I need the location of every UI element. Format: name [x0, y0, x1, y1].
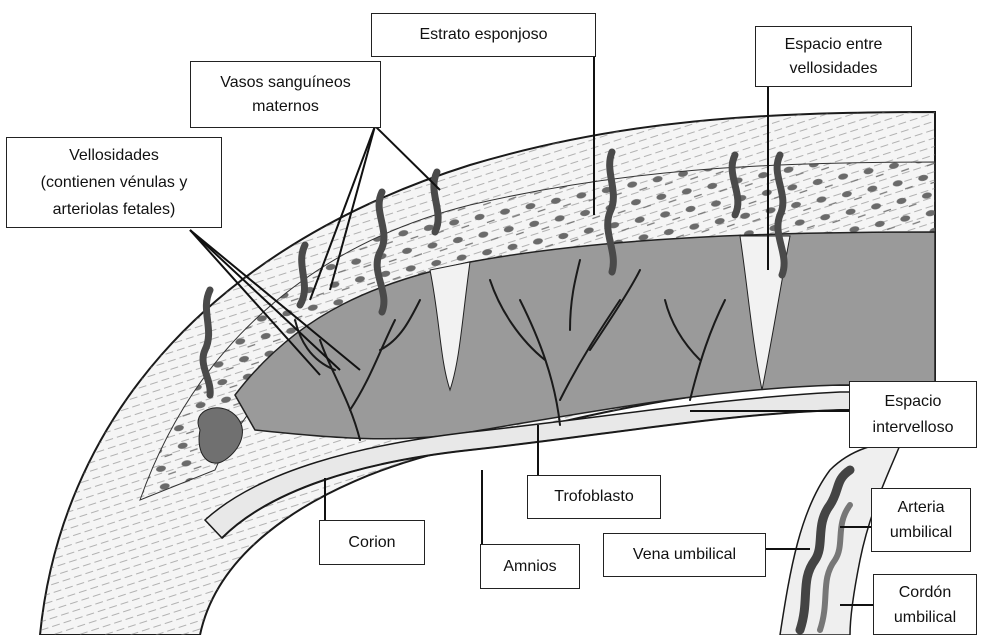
label-vellosidades-line2: (contienen vénulas y: [41, 169, 188, 196]
label-vellosidades-line3: arteriolas fetales): [53, 196, 176, 223]
label-arteria-line1: Arteria: [897, 495, 944, 520]
label-corion: Corion: [319, 520, 425, 565]
label-trofoblasto-text: Trofoblasto: [554, 484, 633, 510]
label-vellosidades: Vellosidades (contienen vénulas y arteri…: [6, 137, 222, 228]
label-estrato-esponjoso: Estrato esponjoso: [371, 13, 596, 57]
label-cordon-line2: umbilical: [894, 605, 956, 630]
label-trofoblasto: Trofoblasto: [527, 475, 661, 519]
label-vasos-line1: Vasos sanguíneos: [220, 71, 350, 95]
label-espacio-entre-vellosidades: Espacio entre vellosidades: [755, 26, 912, 87]
label-vena-text: Vena umbilical: [633, 542, 736, 568]
label-espacio-inter-line2: intervelloso: [873, 415, 954, 441]
label-vena-umbilical: Vena umbilical: [603, 533, 766, 577]
label-vasos-line2: maternos: [252, 95, 319, 119]
label-espacio-inter-line1: Espacio: [885, 389, 942, 415]
label-espacio-entre-line1: Espacio entre: [785, 33, 883, 57]
label-vasos-sanguineos-maternos: Vasos sanguíneos maternos: [190, 61, 381, 128]
label-espacio-intervelloso: Espacio intervelloso: [849, 381, 977, 448]
label-amnios: Amnios: [480, 544, 580, 589]
label-estrato-text: Estrato esponjoso: [419, 22, 547, 48]
label-amnios-text: Amnios: [503, 554, 556, 580]
label-arteria-line2: umbilical: [890, 520, 952, 545]
label-arteria-umbilical: Arteria umbilical: [871, 488, 971, 552]
label-vellosidades-line1: Vellosidades: [69, 142, 159, 169]
label-corion-text: Corion: [348, 530, 395, 556]
label-cordon-umbilical: Cordón umbilical: [873, 574, 977, 635]
label-espacio-entre-line2: vellosidades: [789, 57, 877, 81]
label-cordon-line1: Cordón: [899, 580, 951, 605]
